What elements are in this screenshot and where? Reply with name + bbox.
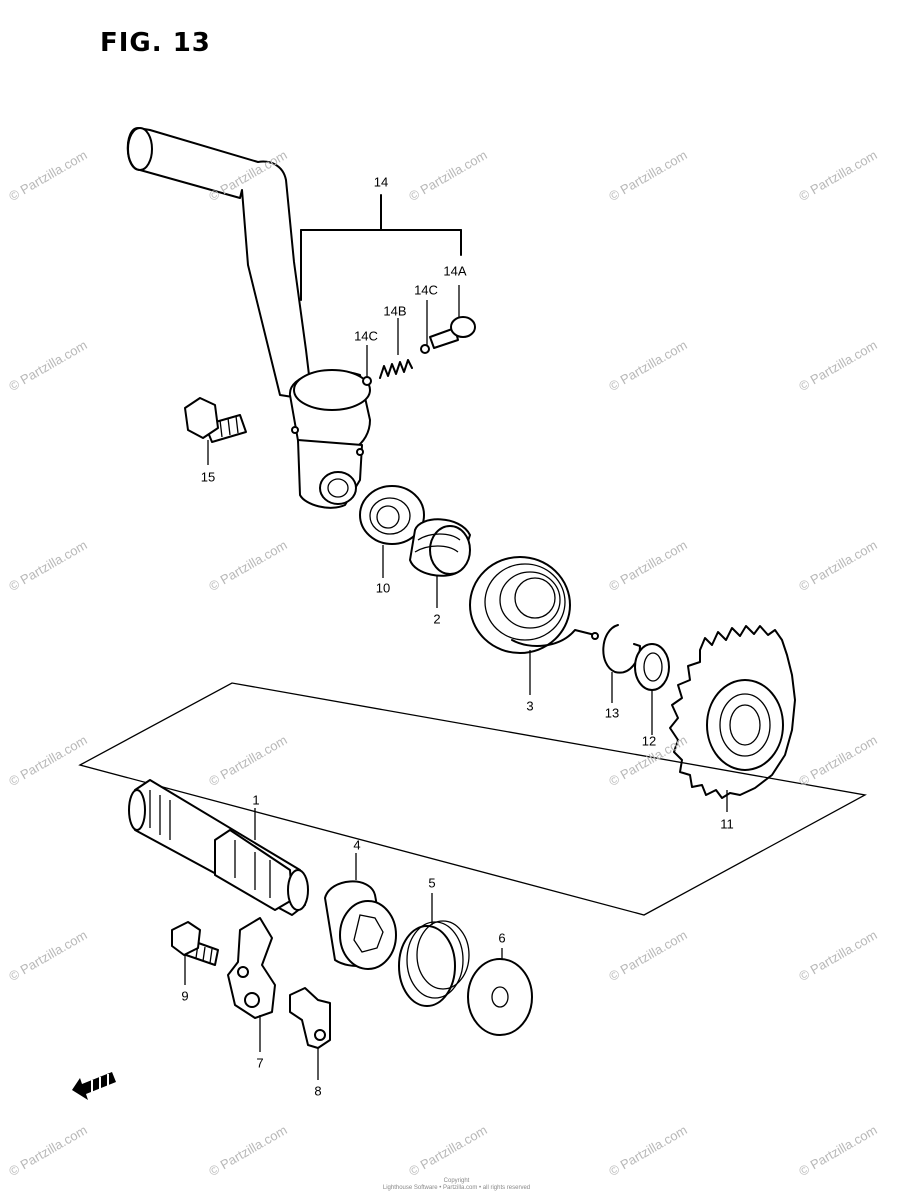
kick-shaft-1 bbox=[128, 779, 309, 916]
kick-spring-3 bbox=[469, 556, 599, 654]
assembly-bracket-14 bbox=[300, 194, 462, 378]
label-14a: 14A bbox=[443, 263, 467, 279]
spring-14b bbox=[379, 359, 413, 379]
label-7: 7 bbox=[256, 1055, 264, 1071]
figure-title: FIG. 13 bbox=[100, 28, 211, 58]
ball-14c-lower bbox=[362, 376, 372, 386]
kick-gear-11 bbox=[669, 625, 796, 799]
exploded-view-frame bbox=[78, 682, 867, 916]
copyright-line-1: Copyright bbox=[443, 1178, 470, 1184]
label-15: 15 bbox=[200, 469, 216, 485]
label-9: 9 bbox=[181, 988, 189, 1004]
spring-5 bbox=[398, 920, 470, 1007]
bearing-10 bbox=[359, 485, 425, 545]
guide-8 bbox=[289, 987, 331, 1049]
stopper-plate-7 bbox=[227, 917, 276, 1019]
label-2: 2 bbox=[433, 611, 441, 627]
washer-12 bbox=[634, 643, 670, 691]
label-14c-upper: 14C bbox=[414, 282, 438, 298]
label-12: 12 bbox=[641, 733, 657, 749]
washer-6 bbox=[467, 958, 533, 1036]
bolt-15 bbox=[184, 397, 247, 443]
bolt-14a bbox=[429, 316, 476, 349]
ball-14c-upper bbox=[420, 344, 430, 354]
label-5: 5 bbox=[428, 875, 436, 891]
copyright-notice: Copyright Lighthouse Software • Partzill… bbox=[0, 1178, 913, 1192]
label-8: 8 bbox=[314, 1083, 322, 1099]
label-11: 11 bbox=[720, 816, 734, 832]
leader-lines bbox=[184, 440, 728, 1080]
label-4: 4 bbox=[353, 837, 361, 853]
bolt-9 bbox=[171, 921, 219, 966]
label-14c-lower: 14C bbox=[354, 328, 378, 344]
label-10: 10 bbox=[375, 580, 391, 596]
label-6: 6 bbox=[498, 930, 506, 946]
ratchet-4 bbox=[324, 880, 397, 970]
label-14b: 14B bbox=[383, 303, 407, 319]
label-13: 13 bbox=[604, 705, 620, 721]
copyright-line-2: Lighthouse Software • Partzilla.com • al… bbox=[382, 1185, 531, 1191]
label-3: 3 bbox=[526, 698, 534, 714]
front-direction-icon bbox=[72, 1072, 116, 1100]
label-14: 14 bbox=[373, 174, 389, 190]
spacer-2 bbox=[409, 518, 471, 577]
kick-lever bbox=[126, 127, 371, 509]
label-1: 1 bbox=[252, 792, 260, 808]
